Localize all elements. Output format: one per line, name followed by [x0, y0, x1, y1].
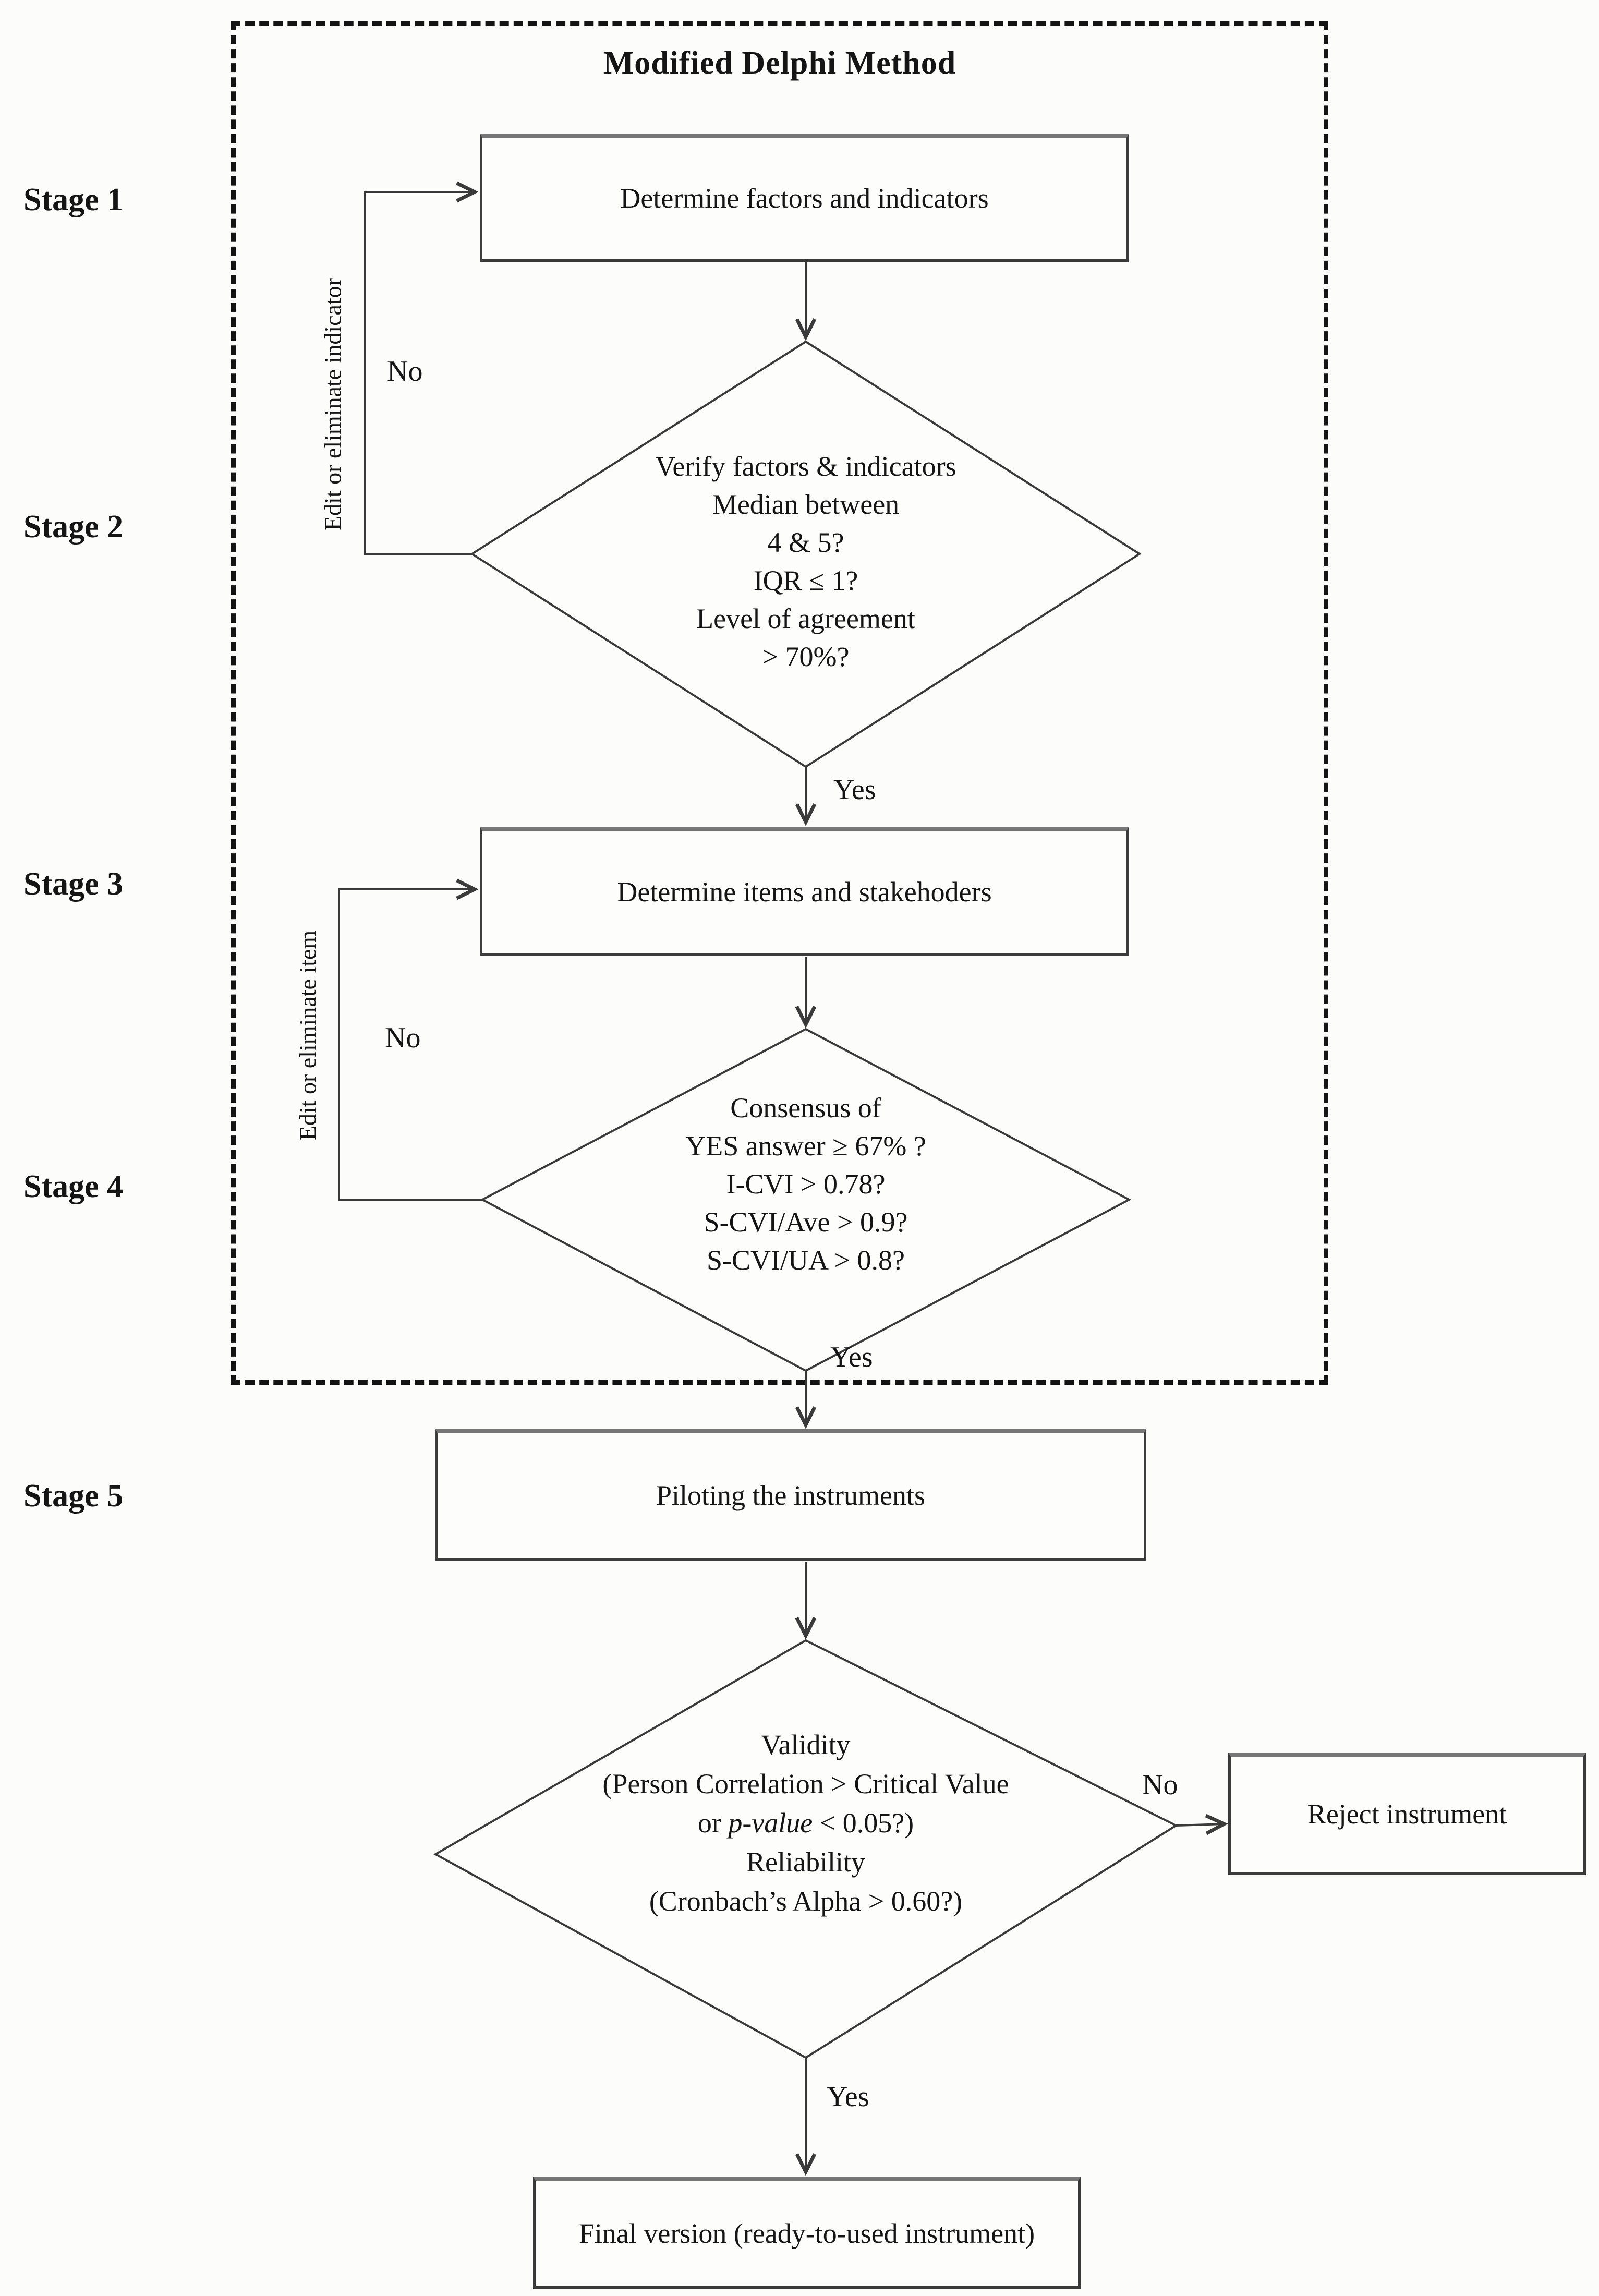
yes-label-stage4: Yes: [830, 1341, 873, 1373]
process-box-determine-factors: Determine factors and indicators: [480, 134, 1129, 262]
process-box-determine-items: Determine items and stakehoders: [480, 827, 1129, 956]
stage-label-1: Stage 1: [23, 182, 124, 217]
diamond-line-text: or: [697, 1807, 729, 1839]
process-box-label: Final version (ready-to-used instrument): [578, 2217, 1035, 2249]
diamond-line: 4 & 5?: [767, 527, 844, 558]
final-version-box: Final version (ready-to-used instrument): [533, 2177, 1081, 2289]
p-value-italic: p-value: [728, 1807, 813, 1839]
process-box-piloting: Piloting the instruments: [435, 1429, 1146, 1561]
reject-instrument-box: Reject instrument: [1228, 1753, 1586, 1875]
diamond-line: Level of agreement: [696, 603, 915, 634]
yes-label-stage2: Yes: [833, 774, 876, 806]
loop2-caption: Edit or eliminate item: [294, 930, 321, 1141]
delphi-method-container: [231, 21, 1328, 1385]
diamond-line: Reliability: [746, 1846, 865, 1878]
diamond-line: > 70%?: [762, 641, 850, 672]
diagram-title: Modified Delphi Method: [603, 45, 956, 81]
diamond-line: (Cronbach’s Alpha > 0.60?): [649, 1886, 963, 1917]
diamond-line: Verify factors & indicators: [655, 451, 956, 482]
stage2-diamond-text: Verify factors & indicators Median betwe…: [472, 448, 1140, 676]
diamond-line: Consensus of: [730, 1092, 881, 1123]
diamond-line: (Person Correlation > Critical Value: [602, 1768, 1009, 1799]
process-box-label: Determine factors and indicators: [620, 183, 989, 214]
diamond-line: I-CVI > 0.78?: [726, 1168, 886, 1200]
diamond-line: or p-value < 0.05?): [435, 1804, 1176, 1843]
stage-label-2: Stage 2: [23, 509, 124, 545]
diamond-line: S-CVI/UA > 0.8?: [707, 1244, 905, 1276]
loop1-caption: Edit or eliminate indicator: [319, 277, 346, 531]
no-label-stage2: No: [387, 355, 423, 388]
no-label-stage4: No: [385, 1022, 421, 1054]
loop-diamond4-to-box3: [338, 889, 482, 1201]
arrow-diamond5-to-reject: [1176, 1824, 1224, 1826]
diamond-line: Median between: [712, 489, 900, 520]
yes-label-validity: Yes: [827, 2081, 869, 2113]
diamond-line: S-CVI/Ave > 0.9?: [704, 1206, 908, 1238]
validity-diamond-text: Validity (Person Correlation > Critical …: [435, 1725, 1176, 1921]
diamond-line: YES answer ≥ 67% ?: [685, 1130, 926, 1162]
no-label-validity: No: [1142, 1769, 1178, 1801]
diamond-line: Validity: [761, 1729, 851, 1760]
process-box-label: Reject instrument: [1307, 1798, 1507, 1830]
loop-diamond2-to-box1: [364, 192, 475, 555]
stage4-diamond-text: Consensus of YES answer ≥ 67% ? I-CVI > …: [482, 1089, 1129, 1279]
process-box-label: Piloting the instruments: [656, 1480, 925, 1512]
stage-label-5: Stage 5: [23, 1478, 124, 1514]
stage-label-3: Stage 3: [23, 866, 124, 902]
diamond-line-text: < 0.05?): [813, 1807, 914, 1839]
stage-label-4: Stage 4: [23, 1169, 124, 1204]
diamond-line: IQR ≤ 1?: [753, 565, 858, 596]
process-box-label: Determine items and stakehoders: [617, 876, 992, 908]
